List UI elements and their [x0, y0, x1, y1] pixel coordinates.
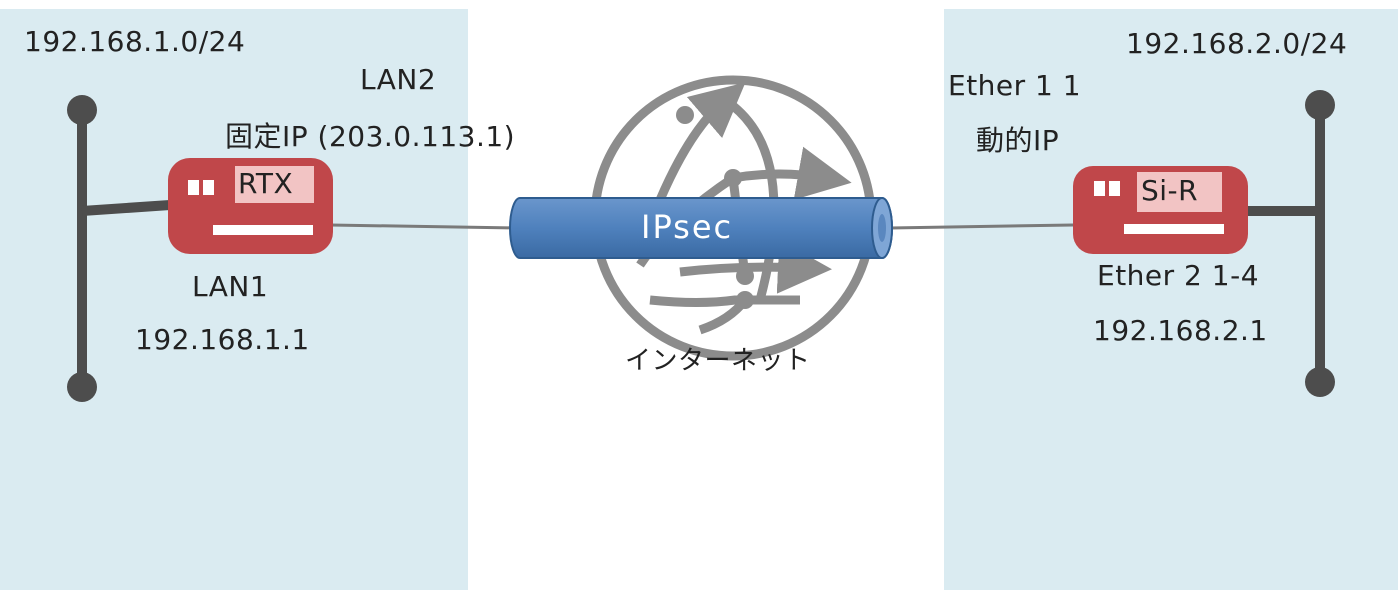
- right-wan-ip-label: 動的IP: [976, 124, 1060, 157]
- right-lan-ip-label: 192.168.2.1: [1093, 314, 1268, 347]
- left-lan-ip-label: 192.168.1.1: [135, 323, 310, 356]
- right-lan-segment: [1248, 90, 1335, 397]
- right-wan-port-label: Ether 1 1: [948, 69, 1082, 102]
- left-wan-ip-label: 固定IP (203.0.113.1): [225, 120, 516, 153]
- router-rtx-label: RTX: [238, 167, 294, 200]
- left-wan-port-label: LAN2: [360, 63, 437, 96]
- ipsec-label: IPsec: [641, 208, 734, 246]
- internet-label: インターネット: [625, 346, 811, 376]
- router-rtx-icon: [168, 158, 333, 254]
- left-wan-cable: [329, 223, 521, 230]
- left-lan-port-label: LAN1: [192, 270, 269, 303]
- left-subnet-label: 192.168.1.0/24: [24, 25, 246, 58]
- right-wan-cable: [889, 223, 1074, 230]
- left-lan-segment: [67, 95, 171, 402]
- right-lan-port-label: Ether 2 1-4: [1097, 259, 1260, 292]
- right-subnet-label: 192.168.2.0/24: [1126, 27, 1348, 60]
- router-sir-icon: [1073, 166, 1248, 254]
- ipsec-tunnel: [509, 197, 893, 259]
- router-sir-label: Si-R: [1141, 174, 1199, 207]
